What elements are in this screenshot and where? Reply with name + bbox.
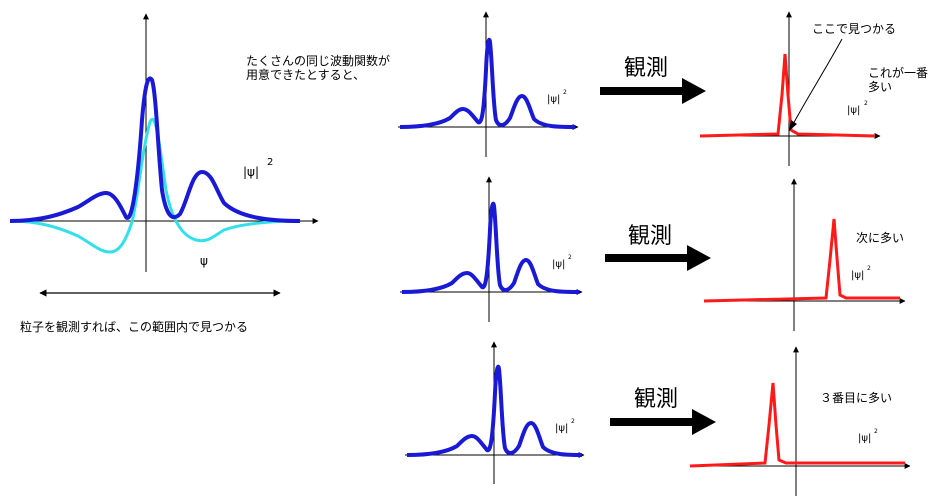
row-2-small-exp: 2 (568, 254, 572, 261)
row-1-small-label: |ψ| (547, 94, 560, 105)
row-3-result-plot: ３番目に多い |ψ| 2 (689, 346, 911, 496)
row-2-detection-curve (703, 218, 900, 303)
row-3-result-note-1: ３番目に多い (820, 391, 892, 405)
row-1-result-note-3: 多い (868, 80, 892, 94)
row-3-small-exp: 2 (571, 418, 575, 425)
row-2-small-plot: |ψ| 2 (400, 176, 583, 322)
row-1-pointer-arrow (791, 38, 843, 127)
left-caption: 粒子を観測すれば、この範囲内で見つかる (20, 319, 248, 334)
row-2-result-note-1: 次に多い (856, 231, 904, 245)
row-1-small-exp: 2 (563, 89, 567, 96)
left-psi-squared-label: |ψ| (243, 165, 259, 179)
row-2-result-label: |ψ| (851, 270, 864, 281)
row-3-observe-label: 観測 (634, 387, 678, 412)
row-3-psi-squared-curve (406, 364, 583, 457)
row-1-result-exp: 2 (864, 100, 868, 107)
row-3-result-label: |ψ| (858, 433, 871, 444)
left-wavefunction-plot: |ψ| 2 ψ 粒子を観測すれば、この範囲内で見つかる (9, 13, 319, 334)
intro-line-1: たくさんの同じ波動関数が (246, 53, 390, 68)
row-1-result-note-2: これが一番 (868, 65, 928, 80)
psi-squared-curve (9, 76, 301, 223)
row-2-observe-label: 観測 (628, 224, 672, 249)
psi-curve (9, 117, 301, 254)
row-2: |ψ| 2 観測 次に多い |ψ| 2 (400, 176, 906, 331)
row-3-small-plot: |ψ| 2 (405, 341, 585, 484)
row-3-big-arrow (610, 409, 716, 435)
row-1-result-note-1: ここで見つかる (812, 22, 896, 36)
row-1-result-label: |ψ| (847, 105, 860, 116)
row-2-result-exp: 2 (867, 265, 871, 272)
left-psi-label: ψ (200, 254, 208, 268)
row-1-small-plot: |ψ| 2 (398, 11, 579, 157)
left-psi-squared-exp: 2 (267, 157, 273, 168)
row-1-result-plot: ここで見つかる これが一番 多い |ψ| 2 (699, 11, 928, 166)
row-1-observe-label: 観測 (624, 56, 668, 81)
row-2-small-label: |ψ| (552, 259, 565, 270)
row-1-pointer-arrowhead (789, 120, 797, 131)
intro-line-2: 用意できたとすると、 (246, 67, 365, 82)
row-1-detection-curve (699, 53, 876, 138)
row-3: |ψ| 2 観測 ３番目に多い |ψ| 2 (405, 341, 911, 496)
row-3-small-label: |ψ| (555, 423, 568, 434)
row-1: |ψ| 2 観測 ここで見つかる これが一番 多い |ψ| 2 (398, 11, 928, 166)
row-1-psi-squared-curve (399, 37, 576, 129)
row-3-detection-curve (689, 382, 905, 468)
row-2-psi-squared-curve (401, 201, 580, 294)
row-2-result-plot: 次に多い |ψ| 2 (703, 178, 906, 331)
row-1-big-arrow (600, 78, 706, 104)
row-2-big-arrow (605, 245, 711, 271)
row-3-result-exp: 2 (874, 428, 878, 435)
